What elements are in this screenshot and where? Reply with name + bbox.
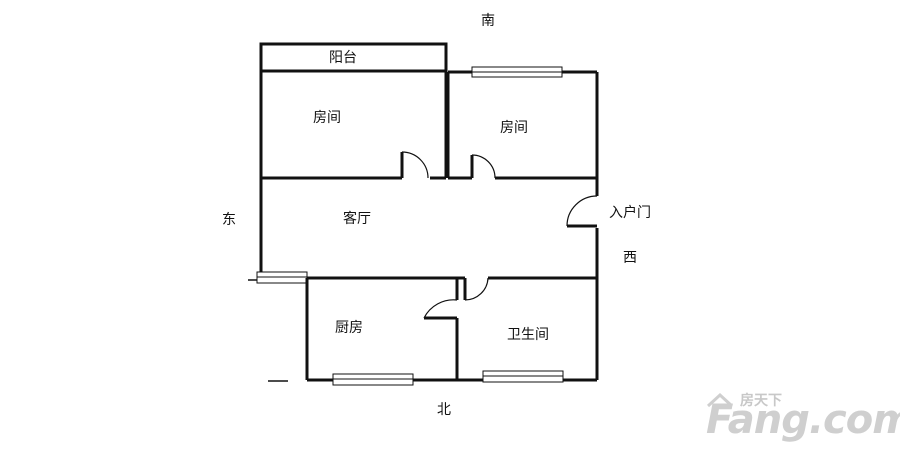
window-bathroom: [482, 370, 564, 383]
window-bedroom: [471, 66, 563, 78]
door-bedroom-right: [470, 154, 496, 179]
watermark: 房天下 Fang.com: [706, 392, 900, 452]
room-bedroom-right: 房间: [500, 120, 528, 136]
compass-north: 北: [437, 402, 451, 418]
watermark-brand: Fang.com: [706, 397, 900, 443]
room-bedroom-left: 房间: [313, 110, 341, 126]
door-bedroom-left: [400, 151, 429, 179]
label-entrance-door: 入户门: [609, 205, 651, 221]
room-bathroom: 卫生间: [507, 327, 549, 343]
window-east: [248, 271, 308, 284]
room-balcony: 阳台: [329, 50, 357, 66]
bedroom-left-walls: [259, 71, 448, 180]
window-kitchen: [332, 373, 414, 386]
door-bathroom: [463, 277, 489, 301]
living-room-walls: [259, 178, 599, 380]
room-kitchen: 厨房: [335, 320, 363, 336]
balcony-outline: [259, 42, 448, 73]
door-kitchen: [423, 299, 458, 320]
compass-east: 东: [222, 212, 236, 228]
compass-west: 西: [623, 250, 637, 266]
door-entrance: [566, 195, 598, 228]
compass-south: 南: [481, 13, 495, 29]
room-living: 客厅: [343, 211, 371, 227]
watermark-brand-cn: 房天下: [740, 393, 782, 409]
house-logo-icon: [706, 392, 734, 408]
